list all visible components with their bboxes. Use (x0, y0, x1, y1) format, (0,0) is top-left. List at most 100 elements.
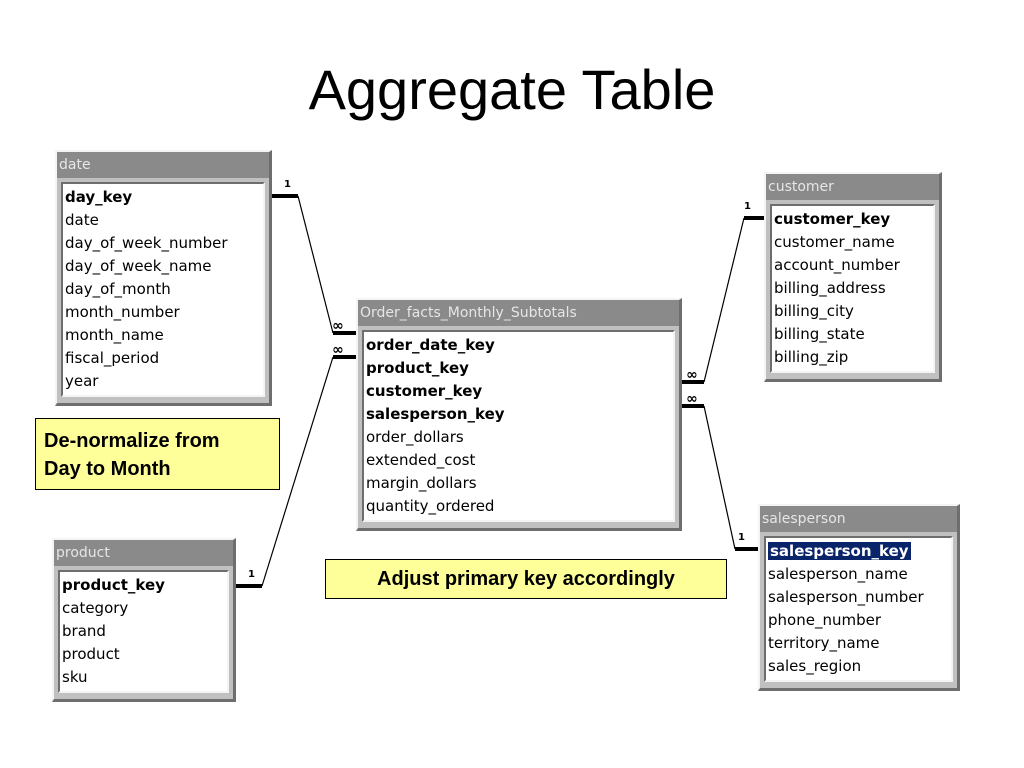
table-title[interactable]: Order_facts_Monthly_Subtotals (358, 300, 679, 326)
field-product-key[interactable]: product_key (62, 574, 227, 597)
cardinality-many-date: ∞ (332, 318, 344, 334)
field-salesperson-key[interactable]: salesperson_key (366, 403, 673, 426)
note-denormalize: De-normalize from Day to Month (35, 418, 280, 490)
field-label: sales_region (768, 657, 862, 675)
field-label: phone_number (768, 611, 881, 629)
field-label: billing_city (774, 302, 854, 320)
field-label: customer_key (366, 382, 483, 400)
field-label: month_number (65, 303, 180, 321)
field-order-date-key[interactable]: order_date_key (366, 334, 673, 357)
cardinality-one-salesperson: 1 (738, 532, 745, 543)
field-product[interactable]: product (62, 643, 227, 666)
field-billing-zip[interactable]: billing_zip (774, 346, 933, 369)
cardinality-one-product: 1 (248, 569, 255, 580)
field-product-key[interactable]: product_key (366, 357, 673, 380)
field-day-of-week-number[interactable]: day_of_week_number (65, 232, 263, 255)
field-label: day_of_week_name (65, 257, 212, 275)
table-order-facts-monthly-subtotals[interactable]: Order_facts_Monthly_Subtotals order_date… (356, 298, 682, 531)
field-billing-state[interactable]: billing_state (774, 323, 933, 346)
field-label: fiscal_period (65, 349, 160, 367)
field-list: product_key category brand product sku (58, 570, 229, 693)
cardinality-one-customer: 1 (744, 201, 751, 212)
table-salesperson[interactable]: salesperson salesperson_key salesperson_n… (758, 504, 960, 691)
table-title[interactable]: product (54, 540, 233, 566)
field-year[interactable]: year (65, 370, 263, 393)
field-salesperson-number[interactable]: salesperson_number (768, 586, 951, 609)
field-order-dollars[interactable]: order_dollars (366, 426, 673, 449)
note-adjust-primary-key: Adjust primary key accordingly (325, 559, 727, 599)
field-day-of-month[interactable]: day_of_month (65, 278, 263, 301)
field-phone-number[interactable]: phone_number (768, 609, 951, 632)
field-label: day_key (65, 188, 133, 206)
field-label: product_key (366, 359, 469, 377)
field-margin-dollars[interactable]: margin_dollars (366, 472, 673, 495)
field-territory-name[interactable]: territory_name (768, 632, 951, 655)
field-day-of-week-name[interactable]: day_of_week_name (65, 255, 263, 278)
field-label: year (65, 372, 99, 390)
field-label: product (62, 645, 120, 663)
relationship-date-order (297, 195, 334, 334)
field-sku[interactable]: sku (62, 666, 227, 689)
field-label: territory_name (768, 634, 880, 652)
field-billing-city[interactable]: billing_city (774, 300, 933, 323)
field-list: salesperson_key salesperson_name salespers… (764, 536, 953, 682)
field-label: margin_dollars (366, 474, 477, 492)
field-label: category (62, 599, 129, 617)
field-fiscal-period[interactable]: fiscal_period (65, 347, 263, 370)
field-label: quantity_ordered (366, 497, 495, 515)
field-label: day_of_week_number (65, 234, 228, 252)
table-title[interactable]: date (57, 152, 269, 178)
field-brand[interactable]: brand (62, 620, 227, 643)
field-month-name[interactable]: month_name (65, 324, 263, 347)
table-product[interactable]: product product_key category brand product s… (52, 538, 236, 702)
field-label: product_key (62, 576, 165, 594)
field-label: order_date_key (366, 336, 495, 354)
field-label: extended_cost (366, 451, 476, 469)
field-label: salesperson_key (366, 405, 505, 423)
table-title[interactable]: customer (766, 174, 939, 200)
field-label: salesperson_key (768, 542, 911, 560)
field-billing-address[interactable]: billing_address (774, 277, 933, 300)
field-month-number[interactable]: month_number (65, 301, 263, 324)
field-sales-region[interactable]: sales_region (768, 655, 951, 678)
slide-title: Aggregate Table (308, 58, 716, 121)
field-label: customer_key (774, 210, 891, 228)
field-label: order_dollars (366, 428, 464, 446)
field-label: salesperson_name (768, 565, 908, 583)
field-customer-key[interactable]: customer_key (774, 208, 933, 231)
note-line: De-normalize from (44, 430, 220, 452)
field-customer-name[interactable]: customer_name (774, 231, 933, 254)
field-salesperson-name[interactable]: salesperson_name (768, 563, 951, 586)
field-label: account_number (774, 256, 900, 274)
field-customer-key[interactable]: customer_key (366, 380, 673, 403)
field-day-key[interactable]: day_key (65, 186, 263, 209)
relationship-customer-order (703, 217, 745, 383)
cardinality-one-date: 1 (284, 179, 291, 190)
cardinality-many-product: ∞ (332, 342, 344, 358)
field-label: day_of_month (65, 280, 171, 298)
field-label: date (65, 211, 99, 229)
field-date[interactable]: date (65, 209, 263, 232)
relationship-product-order (261, 356, 334, 587)
field-label: brand (62, 622, 106, 640)
table-title[interactable]: salesperson (760, 506, 957, 532)
cardinality-many-salesperson: ∞ (686, 391, 698, 407)
field-quantity-ordered[interactable]: quantity_ordered (366, 495, 673, 518)
note-line: Day to Month (44, 458, 171, 480)
field-label: billing_address (774, 279, 886, 297)
field-label: sku (62, 668, 88, 686)
cardinality-many-customer: ∞ (686, 367, 698, 383)
field-salesperson-key[interactable]: salesperson_key (768, 540, 951, 563)
field-label: month_name (65, 326, 164, 344)
field-extended-cost[interactable]: extended_cost (366, 449, 673, 472)
field-label: salesperson_number (768, 588, 924, 606)
field-account-number[interactable]: account_number (774, 254, 933, 277)
field-label: billing_state (774, 325, 865, 343)
field-category[interactable]: category (62, 597, 227, 620)
